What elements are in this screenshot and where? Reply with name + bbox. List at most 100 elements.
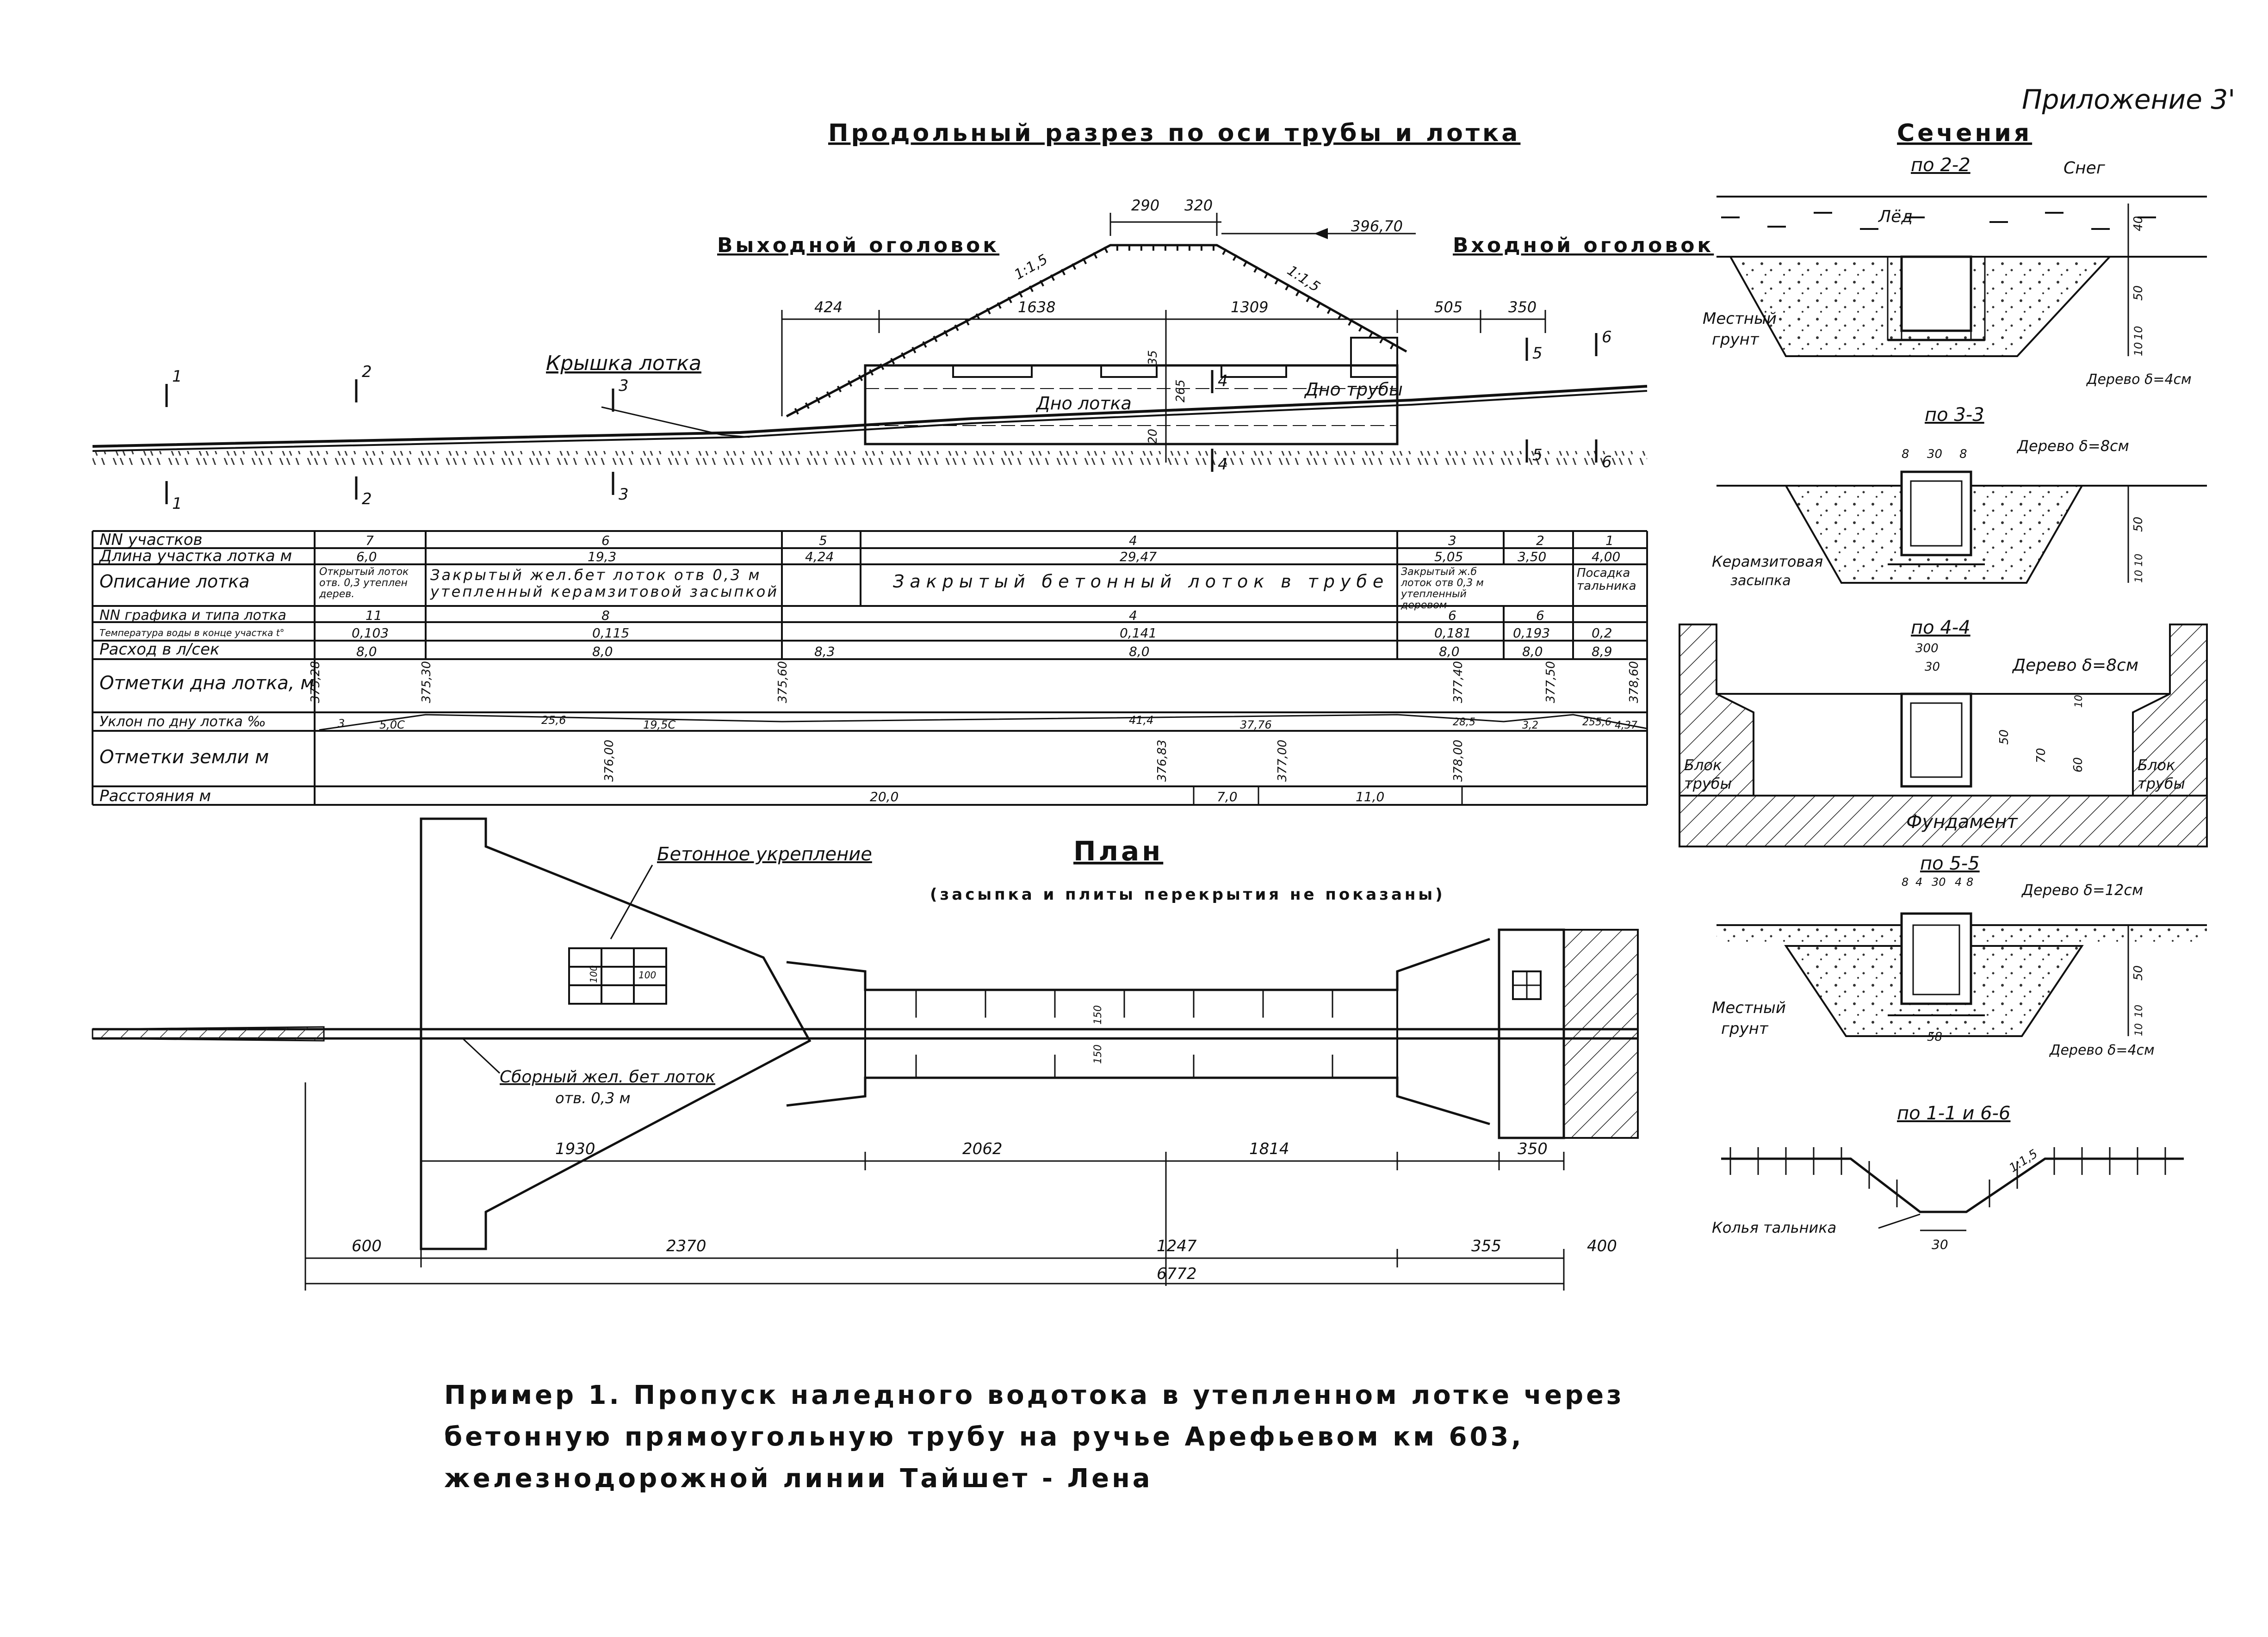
row-label-sections: NN участков bbox=[99, 531, 203, 549]
sections-title: Сечения bbox=[1897, 119, 2032, 147]
mid-dim-2: 150 bbox=[1092, 1044, 1104, 1064]
s44-block-l-1: Блок bbox=[1684, 756, 1722, 774]
dim-1309: 1309 bbox=[1231, 298, 1268, 316]
s55-wood1: Дерево δ=12см bbox=[2021, 881, 2143, 899]
plan-dim-600: 600 bbox=[352, 1237, 382, 1255]
s44-foundation-label: Фундамент bbox=[1906, 811, 2018, 833]
plan-subtitle: (засыпка и плиты перекрытия не показаны) bbox=[930, 885, 1445, 904]
flow-7: 8,0 bbox=[356, 644, 377, 659]
s44-wood: Дерево δ=8см bbox=[2012, 656, 2138, 675]
plan-dim-2370: 2370 bbox=[666, 1237, 706, 1255]
flow-5: 8,3 bbox=[814, 644, 835, 659]
mid-dim-1: 150 bbox=[1092, 1005, 1104, 1025]
plan-title: План bbox=[1073, 835, 1163, 867]
ground-line bbox=[92, 385, 1648, 448]
slope-5: 41,4 bbox=[1129, 714, 1153, 727]
bottom-mark-1: 375,28 bbox=[309, 661, 322, 703]
s44-dim-60: 60 bbox=[2071, 757, 2085, 772]
s16-dim-30: 30 bbox=[1932, 1237, 1948, 1252]
len-2: 3,50 bbox=[1518, 549, 1546, 564]
grid-dim-2: 100 bbox=[638, 970, 656, 981]
plan-dim-350: 350 bbox=[1518, 1140, 1548, 1158]
slope-10: 4,37 bbox=[1615, 720, 1637, 731]
tray-label-2: отв. 0,3 м bbox=[555, 1089, 631, 1107]
sec-num-6: 6 bbox=[601, 533, 610, 548]
bottom-mark-3: 375,60 bbox=[776, 661, 790, 703]
row-label-slope: Уклон по дну лотка ‰ bbox=[99, 714, 266, 730]
slope-9: 255,6 bbox=[1582, 717, 1611, 728]
bottom-mark-5: 377,50 bbox=[1544, 661, 1558, 703]
inlet-label: Входной оголовок bbox=[1453, 234, 1714, 257]
bottom-mark-6: 378,60 bbox=[1627, 661, 1641, 703]
s16-ground bbox=[1721, 1157, 2184, 1213]
s55-dim-10a: 10 bbox=[2133, 1005, 2145, 1018]
s33-title: по 3-3 bbox=[1925, 404, 1984, 426]
s33-dim-10a: 10 bbox=[2133, 554, 2145, 567]
s22-ice: Лёд bbox=[1878, 207, 1913, 226]
s22-dim-10b: 10 bbox=[2132, 342, 2145, 356]
row-label-bottom: Отметки дна лотка, м bbox=[99, 673, 314, 694]
s55-title: по 5-5 bbox=[1920, 853, 1980, 874]
len-7: 6,0 bbox=[356, 549, 377, 564]
plan-dim-1814: 1814 bbox=[1249, 1140, 1289, 1158]
slope-left: 1:1,5 bbox=[1012, 251, 1051, 283]
ground-hatch bbox=[93, 451, 1647, 465]
slope-1: 3 bbox=[338, 717, 345, 730]
s55-dim-8a: 8 bbox=[1902, 876, 1909, 889]
dim-424: 424 bbox=[814, 298, 843, 316]
s16-title: по 1-1 и 6-6 bbox=[1897, 1103, 2010, 1124]
dist-2: 7,0 bbox=[1217, 789, 1238, 804]
type-7: 11 bbox=[366, 608, 382, 623]
tray-axis bbox=[93, 1028, 1638, 1040]
s55-dim-30: 30 bbox=[1932, 876, 1946, 889]
row-label-flow: Расход в л/сек bbox=[99, 640, 220, 659]
s44-block-l-2: трубы bbox=[1684, 775, 1732, 792]
flow-2: 8,0 bbox=[1522, 644, 1543, 659]
s22-tray bbox=[1900, 255, 1972, 332]
inlet-riprap bbox=[1563, 929, 1639, 1139]
s44-block-r-1: Блок bbox=[2138, 756, 2175, 774]
plan-dim-2062: 2062 bbox=[962, 1140, 1003, 1158]
s44-tray bbox=[1900, 692, 1972, 788]
dim-20: 20 bbox=[1146, 429, 1160, 444]
dim-top-a: 290 bbox=[1131, 197, 1159, 214]
caption-line-3: железнодорожной линии Тайшет - Лена bbox=[444, 1464, 1153, 1494]
mark-6-top: 6 bbox=[1602, 328, 1612, 346]
slope-6: 37,76 bbox=[1240, 718, 1272, 731]
dim-1638: 1638 bbox=[1018, 298, 1055, 316]
section-3-3: по 3-3 8 30 8 Дерево δ=8см Керамзитовая … bbox=[1712, 404, 2207, 589]
s22-snow: Снег bbox=[2064, 159, 2106, 178]
len-5: 4,24 bbox=[805, 549, 834, 564]
slope-3: 25,6 bbox=[541, 714, 566, 727]
reinforcement-grid bbox=[568, 947, 667, 1005]
s33-tray bbox=[1900, 470, 1972, 556]
section-5-5: по 5-5 8 4 30 4 8 58 Дерево δ=12см Дерев… bbox=[1712, 853, 2207, 1058]
plan-view: План (засыпка и плиты перекрытия не пока… bbox=[92, 817, 1639, 1291]
s22-dim-50: 50 bbox=[2132, 285, 2145, 301]
flow-4: 8,0 bbox=[1129, 644, 1150, 659]
mark-5-bot: 5 bbox=[1532, 446, 1543, 464]
mark-6-bot: 6 bbox=[1602, 453, 1612, 471]
profile-table: NN участков Длина участка лотка м Описан… bbox=[92, 530, 1648, 806]
desc-6-5: Закрытый жел.бет лоток отв 0,3 м утеплен… bbox=[430, 566, 779, 600]
s55-soil-2: грунт bbox=[1721, 1019, 1769, 1038]
mark-3-top: 3 bbox=[619, 377, 629, 395]
mark-1-bot: 1 bbox=[172, 494, 182, 513]
s22-soil-2: грунт bbox=[1712, 330, 1760, 349]
row-label-length: Длина участка лотка м bbox=[99, 547, 292, 565]
dim-35: 35 bbox=[1146, 350, 1160, 365]
s33-dim-50: 50 bbox=[2132, 517, 2145, 532]
s44-dim-300: 300 bbox=[1915, 642, 1939, 655]
inlet-head bbox=[1498, 928, 1565, 1139]
outlet-label: Выходной оголовок bbox=[717, 234, 999, 257]
bottom-mark-4: 377,40 bbox=[1451, 661, 1465, 703]
long-section-title: Продольный разрез по оси трубы и лотка bbox=[828, 119, 1520, 147]
desc-1: Посадка тальника bbox=[1577, 566, 1636, 593]
type-6: 8 bbox=[601, 608, 610, 623]
flow-3: 8,0 bbox=[1439, 644, 1460, 659]
s33-wood: Дерево δ=8см bbox=[2016, 437, 2129, 455]
s44-dim-70: 70 bbox=[2034, 748, 2048, 763]
s44-dim-10: 10 bbox=[2073, 695, 2085, 708]
slope-7: 28,5 bbox=[1453, 717, 1475, 728]
temp-2: 0,193 bbox=[1513, 625, 1550, 641]
